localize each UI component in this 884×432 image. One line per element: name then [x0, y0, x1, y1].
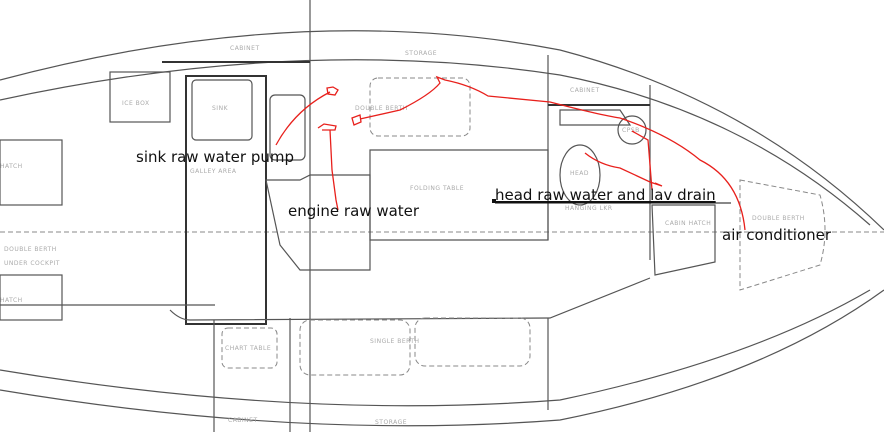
label-double-berth-fwd: DOUBLE BERTH: [752, 215, 805, 222]
hull-top: [0, 30, 884, 231]
annotation-air-conditioner: air conditioner: [722, 226, 832, 244]
hull-bottom: [0, 289, 884, 427]
label-cabin-hatch: CABIN HATCH: [665, 220, 711, 227]
annotation-head-raw-water: head raw water and lav drain: [495, 186, 716, 204]
label-ice-box: ICE BOX: [122, 100, 150, 107]
label-double-berth: DOUBLE BERTH: [355, 105, 408, 112]
label-single-berth: SINGLE BERTH: [370, 338, 420, 345]
shelf: [559, 109, 632, 126]
label-head: HEAD: [570, 170, 589, 177]
label-storage-bottom: STORAGE: [375, 419, 407, 426]
head-toilet-outline: [559, 144, 601, 206]
double-berth-outline: [369, 77, 471, 137]
label-double-berth-cockpit: DOUBLE BERTH: [4, 246, 57, 253]
label-hatch: HATCH: [0, 163, 23, 170]
label-folding-table: FOLDING TABLE: [410, 185, 464, 192]
cpsb-outline: [617, 115, 647, 145]
label-under-cockpit: UNDER COCKPIT: [4, 260, 60, 267]
hull-inner-bottom: [0, 289, 871, 407]
label-hanging-locker: HANGING LKR: [565, 205, 613, 212]
aft-hatch-outline: [0, 139, 63, 206]
galley-outline: [185, 75, 267, 325]
ice-box-outline: [109, 71, 171, 123]
hull-inner-top: [0, 59, 871, 226]
sink-pump-arrow: [275, 86, 339, 146]
label-storage: STORAGE: [405, 50, 437, 57]
engine-arrow: [317, 123, 339, 211]
label-cabinet: CABINET: [230, 45, 260, 52]
settee-edge: [169, 277, 651, 321]
annotation-engine-raw-water: engine raw water: [288, 202, 420, 220]
label-cabinet-fwd: CABINET: [570, 87, 600, 94]
label-hatch: HATCH: [0, 297, 23, 304]
aft-hatch-outline: [0, 274, 63, 321]
table-outline: [369, 149, 549, 241]
label-galley-area: GALLEY AREA: [190, 168, 237, 175]
text-cursor-handle: [492, 199, 496, 203]
label-sink: SINK: [212, 105, 229, 112]
single-berth-outline: [299, 319, 411, 376]
label-chart-table: CHART TABLE: [225, 345, 271, 352]
head-lines: [584, 130, 663, 191]
label-cabinet-bottom: CABINET: [228, 417, 258, 424]
ac-line: [351, 75, 746, 231]
label-cpsb: CPSB: [622, 127, 640, 134]
cabin-hatch-outline: [651, 204, 716, 276]
annotation-sink-raw-water-pump: sink raw water pump: [136, 148, 294, 166]
sink-outline: [191, 79, 253, 141]
berth-outline: [414, 317, 531, 367]
stove: [269, 94, 306, 161]
chart-table-outline: [221, 327, 278, 369]
fwd-berth-outline: [739, 179, 826, 291]
engine-box: [265, 174, 371, 271]
